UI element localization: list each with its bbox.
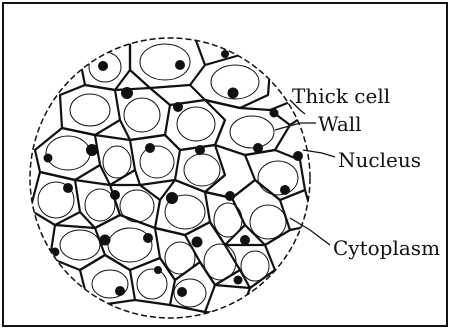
label-wall: Wall: [318, 114, 362, 134]
label-cytoplasm: Cytoplasm: [333, 238, 440, 258]
label-thick-cell: Thick cell: [292, 86, 390, 106]
cytoplasm-outlines: [38, 44, 298, 307]
label-nucleus: Nucleus: [338, 150, 421, 170]
wall-leader: [275, 123, 316, 130]
cytoplasm-leader: [290, 218, 330, 245]
